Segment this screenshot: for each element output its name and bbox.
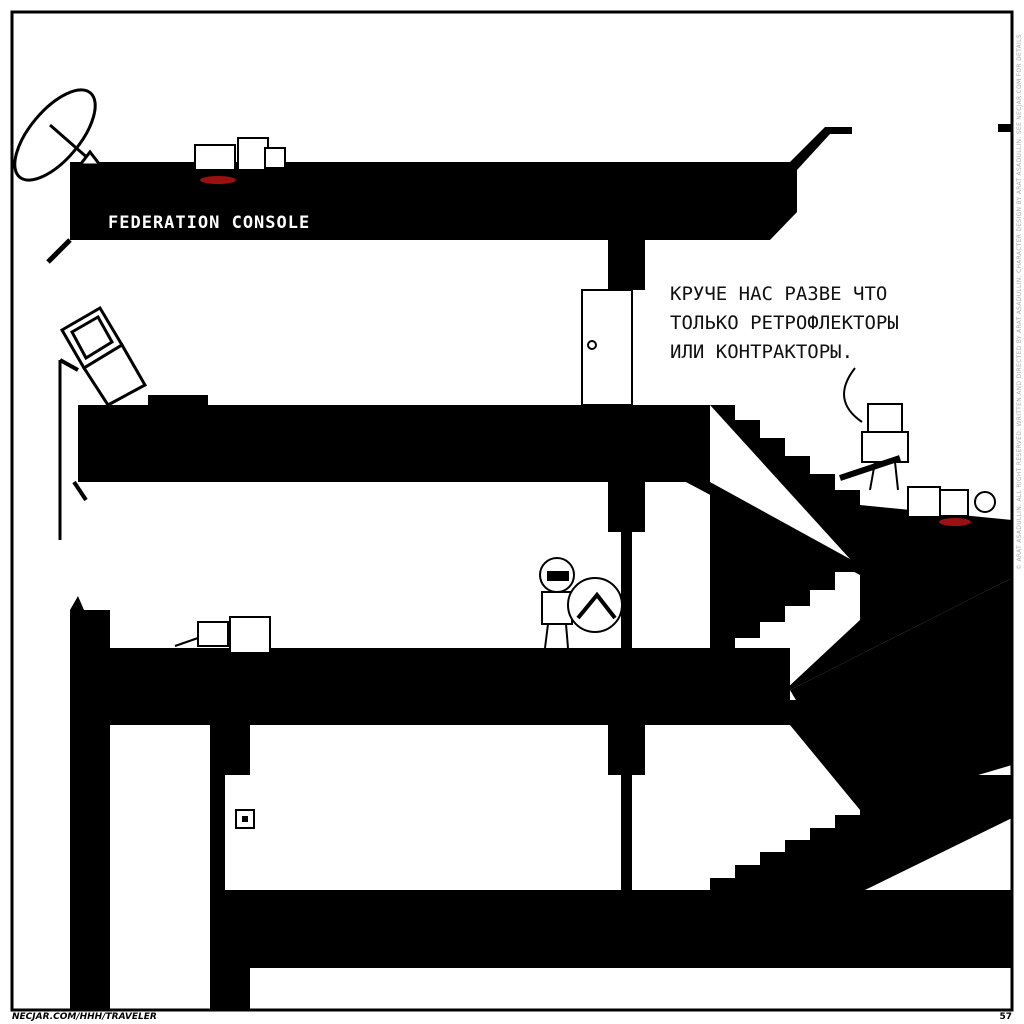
satellite-dish-icon [13, 88, 104, 182]
computer-monitor-icon [59, 305, 148, 407]
wall-panel [225, 775, 250, 890]
footer-url: NECJAR.COM/HHH/TRAVELER [12, 1012, 157, 1022]
robot-character-speaking [839, 403, 909, 491]
speech-tail [843, 367, 863, 423]
gun-on-floor [148, 395, 208, 405]
wall-switch-dot [242, 816, 248, 822]
door-knob [587, 340, 597, 350]
beam-edge [72, 480, 88, 502]
page-number: 57 [999, 1012, 1012, 1022]
staircase-lower [710, 578, 1012, 890]
shield-soldier-character [539, 557, 623, 649]
left-wall [70, 596, 110, 1010]
second-floor-slab [78, 405, 710, 482]
dead-robot-top [194, 137, 286, 184]
door [581, 289, 633, 406]
third-floor-slab [78, 648, 790, 725]
dead-robot-stairs [907, 486, 996, 526]
federation-console-label: FEDERATION CONSOLE [108, 213, 311, 233]
stair-flight [686, 482, 870, 575]
beam-edge [46, 238, 72, 264]
speech-line: КРУЧЕ НАС РАЗВЕ ЧТО [670, 283, 888, 305]
pillar [608, 240, 645, 290]
beam-fragment [998, 124, 1012, 132]
pillar [608, 482, 645, 532]
copyright-credits: © ARAT ASADULLIN, ALL RIGHT RESERVED. WR… [1016, 34, 1023, 570]
pillar [621, 532, 632, 648]
pillar [621, 775, 632, 890]
speech-line: ИЛИ КОНТРАКТОРЫ. [670, 341, 854, 363]
railing [59, 358, 79, 372]
speech-line: ТОЛЬКО РЕТРОФЛЕКТОРЫ [670, 312, 899, 334]
staircase-upper [686, 405, 1012, 690]
speech-bubble: КРУЧЕ НАС РАЗВЕ ЧТО ТОЛЬКО РЕТРОФЛЕКТОРЫ… [670, 280, 899, 367]
dead-robot-floor3 [174, 616, 271, 654]
top-floor-slab [70, 127, 852, 240]
ground-floor-slab [220, 890, 1012, 968]
pillar [608, 725, 645, 775]
